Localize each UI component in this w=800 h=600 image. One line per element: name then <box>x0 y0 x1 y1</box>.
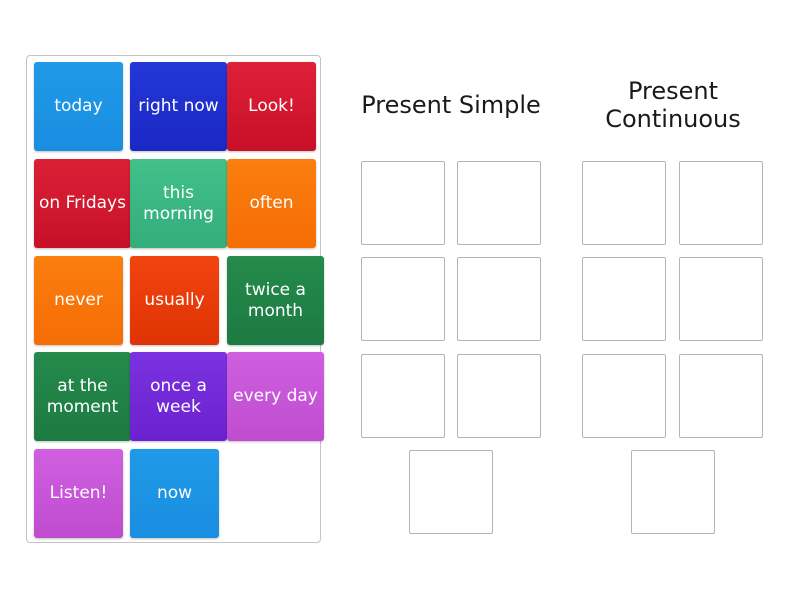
draggable-tile[interactable]: every day <box>227 352 324 441</box>
draggable-tile[interactable]: at the moment <box>34 352 131 441</box>
drop-slot[interactable] <box>679 354 763 438</box>
drop-slot[interactable] <box>457 354 541 438</box>
drop-slot[interactable] <box>361 161 445 245</box>
draggable-tile[interactable]: now <box>130 449 219 538</box>
draggable-tile[interactable]: on Fridays <box>34 159 131 248</box>
drop-slot[interactable] <box>582 257 666 341</box>
draggable-tile[interactable]: often <box>227 159 316 248</box>
drop-slot[interactable] <box>679 161 763 245</box>
group-title-present-simple: Present Simple <box>361 91 541 119</box>
drop-slot[interactable] <box>409 450 493 534</box>
draggable-tile[interactable]: Listen! <box>34 449 123 538</box>
group-title-present-continuous: Present Continuous <box>605 77 741 133</box>
drop-slot[interactable] <box>457 161 541 245</box>
drop-slot[interactable] <box>582 161 666 245</box>
draggable-tile[interactable]: once a week <box>130 352 227 441</box>
drop-slot[interactable] <box>457 257 541 341</box>
draggable-tile[interactable]: this morning <box>130 159 227 248</box>
drop-slot[interactable] <box>631 450 715 534</box>
drop-slot[interactable] <box>582 354 666 438</box>
drop-slot[interactable] <box>361 257 445 341</box>
draggable-tile[interactable]: Look! <box>227 62 316 151</box>
draggable-tile[interactable]: usually <box>130 256 219 345</box>
draggable-tile[interactable]: right now <box>130 62 227 151</box>
draggable-tile[interactable]: never <box>34 256 123 345</box>
drop-slot[interactable] <box>361 354 445 438</box>
drop-slot[interactable] <box>679 257 763 341</box>
draggable-tile[interactable]: today <box>34 62 123 151</box>
draggable-tile[interactable]: twice a month <box>227 256 324 345</box>
